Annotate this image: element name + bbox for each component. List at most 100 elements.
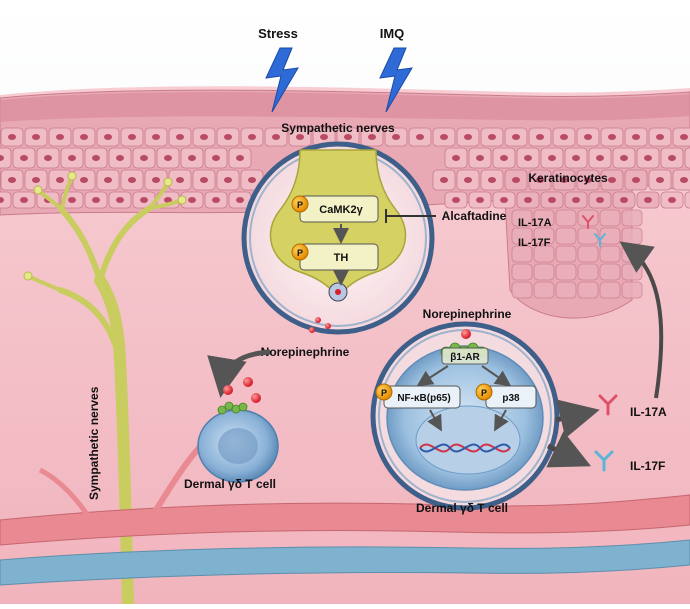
rete-peg-cell [555,209,577,227]
rete-peg-cell [555,227,577,245]
epidermis-cell-nucleus [8,134,16,140]
epidermis-cell-nucleus [176,134,184,140]
rete-peg-cell [533,227,555,245]
epidermis-cell-nucleus [656,177,664,183]
epidermis-cell-nucleus [188,155,196,161]
epidermis-cell-nucleus [212,155,220,161]
rete-peg-cell [533,245,555,263]
epidermis-cell [684,147,690,169]
neuron-title: Sympathetic nerves [281,121,395,135]
epidermis-cell-nucleus [512,177,520,183]
rete-peg-cell [555,245,577,263]
receptor-to-nfkb-arrow [416,365,449,387]
rete-peg-cell [599,227,621,245]
epidermis-cell-nucleus [92,155,100,161]
p38-to-dna-arrow [494,409,509,432]
blood-vessels [0,417,690,586]
epidermis-cell-nucleus [104,134,112,140]
rete-peg-cell [555,281,577,299]
epidermis-cell-nucleus [512,134,520,140]
release-arrow [207,349,271,398]
epidermis-cell-nucleus [476,197,484,203]
small-cell-label: Dermal γδ T cell [184,477,276,491]
rete-peg-cell [577,227,599,245]
nfkb-to-dna-arrow [427,409,442,432]
epidermis-cell-nucleus [608,134,616,140]
phospho-label: P [297,248,303,258]
epidermis-cell-nucleus [644,197,652,203]
epidermis-cell-nucleus [440,134,448,140]
big-cell-label: Dermal γδ T cell [416,501,508,515]
epidermis-cell-nucleus [668,155,676,161]
epidermis-cell-nucleus [80,177,88,183]
epidermis-cell-nucleus [680,177,688,183]
il17f-secretion-arrow [546,431,592,468]
rete-peg-cell [533,209,555,227]
epidermis-cell-nucleus [248,177,256,183]
epidermis-cell-nucleus [548,155,556,161]
norepinephrine-ligand [461,329,471,339]
phospho-label: P [297,200,303,210]
beta1-ar-box [441,347,489,365]
nerve-terminals [23,171,187,281]
big-cell-title: Norepinephrine [423,307,512,321]
epidermis-cell-nucleus [632,134,640,140]
epidermis-cell-nucleus [128,177,136,183]
epidermis-cell-nucleus [296,134,304,140]
rete-peg-cell [533,281,555,299]
small-t-cell-nucleus [218,428,258,464]
epidermis-cell [0,147,12,169]
epidermis-cell-nucleus [188,197,196,203]
p38-label: p38 [502,393,520,404]
epidermis-cell-nucleus [572,155,580,161]
epidermis-cell-nucleus [272,134,280,140]
epidermis-cell-nucleus [0,155,4,161]
rete-peg-cell [621,209,643,227]
epidermis-cell-nucleus [248,134,256,140]
il17a-antibody-icon [598,394,618,416]
release-label: Norepinephrine [261,345,350,359]
released-norepinephrine [309,317,331,333]
rete-peg-cell [621,227,643,245]
epidermis-cell-nucleus [44,155,52,161]
receptor-to-p38-arrow [481,365,512,387]
stratum-corneum [0,92,690,122]
rete-peg-cell [511,245,533,263]
epidermis-cell-nucleus [464,134,472,140]
stress-label: Stress [258,26,298,41]
epidermis-cell-nucleus [140,197,148,203]
rete-peg-cell [511,281,533,299]
epidermis-cell-nucleus [536,177,544,183]
epidermis-cell-nucleus [116,155,124,161]
epidermis-cell-nucleus [452,197,460,203]
rete-peg-cell [621,281,643,299]
alcaftadine-label: Alcaftadine [442,209,507,223]
rete-peg-cell [511,209,533,227]
epidermis-cell-nucleus [608,177,616,183]
epidermis-cell-nucleus [32,134,40,140]
epidermis-cell-nucleus [620,155,628,161]
epidermis-cell-nucleus [464,177,472,183]
epidermis-cell-nucleus [392,134,400,140]
receptor-cluster-icon [217,401,248,415]
epidermis-cell-nucleus [128,134,136,140]
phospho-icon [291,243,309,261]
epidermis-cell-nucleus [476,155,484,161]
epidermis-cell-nucleus [560,177,568,183]
nfkb-label: NF-κB(p65) [397,393,450,404]
epidermis-cell-nucleus [200,177,208,183]
inhibition-bar [385,209,436,223]
epidermis-cell-nucleus [20,155,28,161]
rete-peg-cell [511,263,533,281]
epidermis-cell-nucleus [104,177,112,183]
epidermis-cell-nucleus [416,134,424,140]
epidermis-cell-nucleus [548,197,556,203]
epidermis-cell-nucleus [236,197,244,203]
epidermis-cell-nucleus [140,155,148,161]
epidermis-cell-nucleus [56,177,64,183]
epidermis-cell-nucleus [644,155,652,161]
vesicle-core [335,289,341,295]
epidermis-cell [684,191,690,209]
th-label: TH [334,252,349,264]
